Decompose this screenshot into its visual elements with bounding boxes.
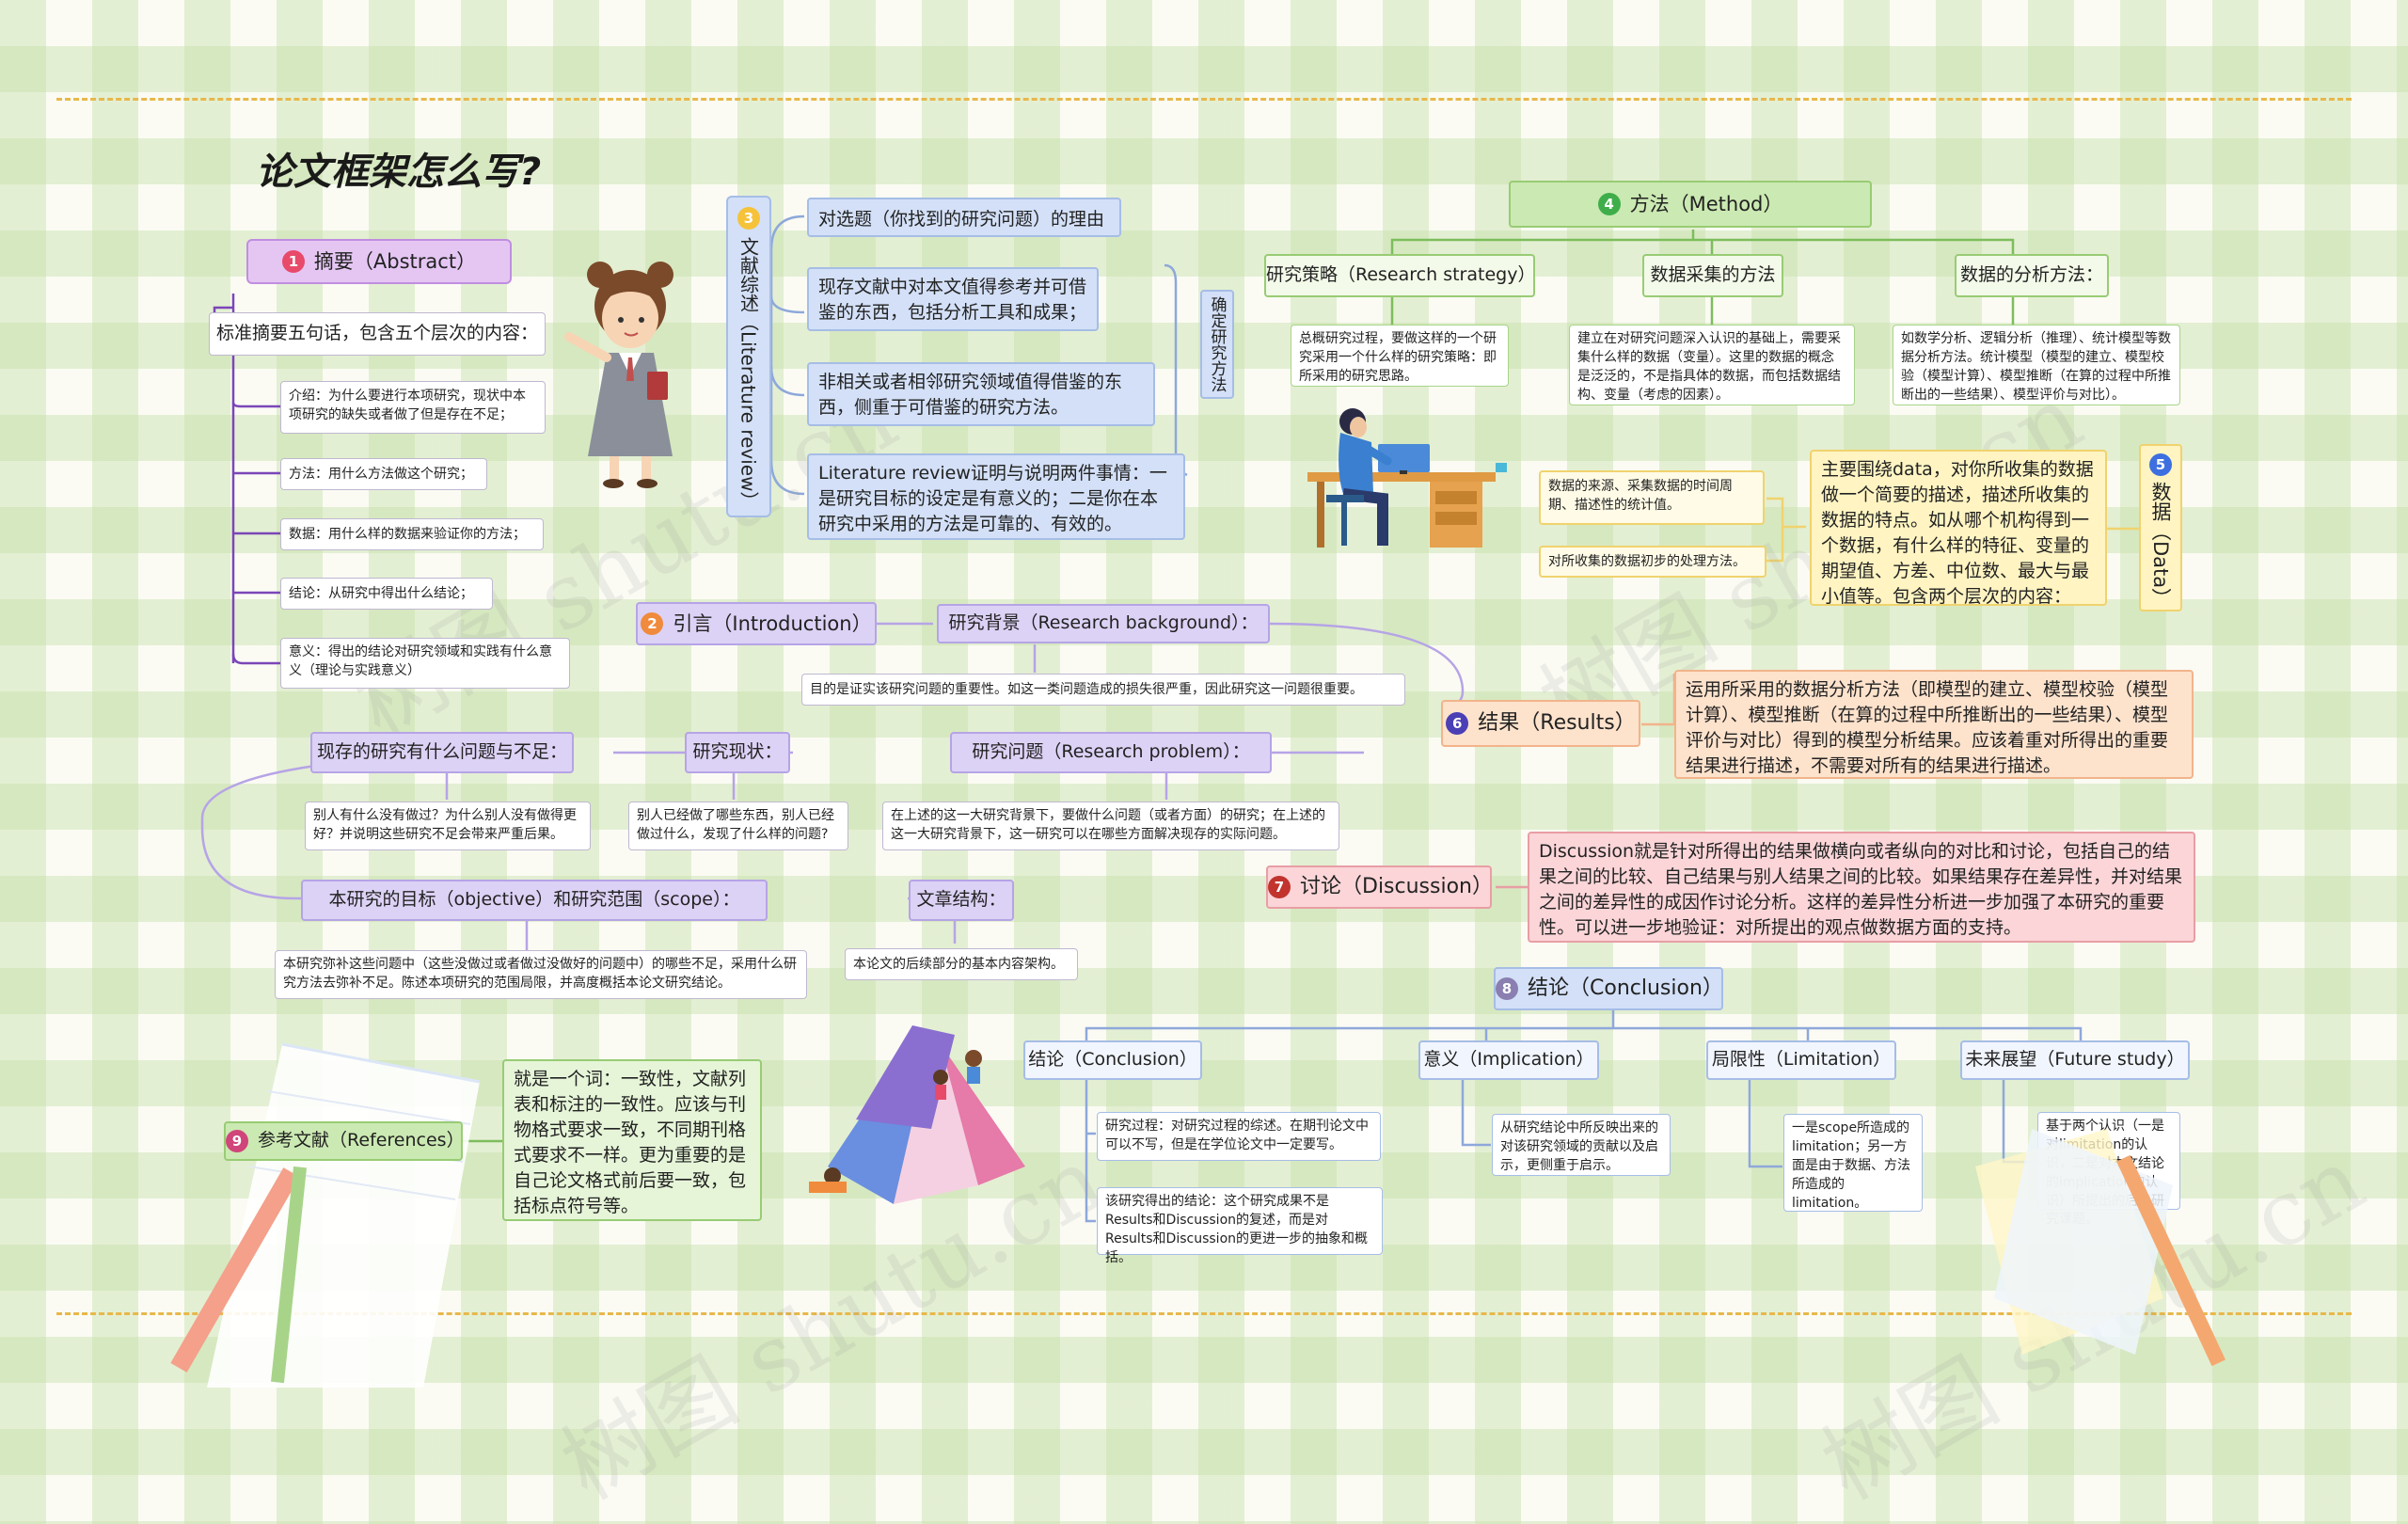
intro-objective[interactable]: 本研究的目标（objective）和研究范围（scope）：	[301, 880, 768, 921]
badge-5: 5	[2149, 453, 2172, 476]
books-kids-illustration	[809, 1025, 1025, 1204]
method-data-analysis[interactable]: 数据的分析方法：	[1955, 254, 2109, 297]
introduction-node[interactable]: 2 引言（Introduction）	[636, 602, 877, 645]
conclusion-limitation-desc: 一是scope所造成的limitation；另一方面是由于数据、方法所造成的li…	[1783, 1114, 1923, 1212]
data-label: 数据（Data）	[2149, 482, 2172, 609]
references-desc: 就是一个词：一致性，文献列表和标注的一致性。应该与刊物格式要求一致，不同期刊格式…	[502, 1059, 762, 1221]
conclusion-label: 结论（Conclusion）	[1528, 976, 1723, 1001]
intro-problem[interactable]: 研究问题（Research problem）：	[950, 732, 1272, 773]
intro-status[interactable]: 研究现状：	[685, 732, 790, 773]
badge-9: 9	[226, 1130, 248, 1152]
student-girl-illustration	[564, 262, 673, 488]
intro-status-desc: 别人已经做了哪些东西，别人已经做过什么，发现了什么样的问题?	[628, 802, 848, 850]
literature-side-label: 确定研究方法	[1207, 296, 1227, 392]
bottom-dashed-border	[56, 1312, 2352, 1315]
badge-6: 6	[1446, 712, 1469, 735]
abstract-node[interactable]: 1 摘要（Abstract）	[246, 239, 512, 284]
abstract-intro: 标准摘要五句话，包含五个层次的内容：	[209, 312, 546, 356]
notebook-pencil-illustration	[170, 1042, 481, 1388]
conclusion-sub-implication[interactable]: 意义（Implication）	[1418, 1040, 1599, 1080]
results-label: 结果（Results）	[1478, 711, 1636, 736]
references-label: 参考文献（References）	[258, 1130, 465, 1151]
conclusion-finding-desc: 该研究得出的结论：这个研究成果不是Results和Discussion的复述，而…	[1097, 1187, 1383, 1265]
abstract-label: 摘要（Abstract）	[313, 249, 477, 273]
abstract-item-conclusion: 结论：从研究中得出什么结论；	[280, 578, 493, 610]
page-title: 论文框架怎么写?	[256, 151, 542, 194]
results-desc: 运用所采用的数据分析方法（即模型的建立、模型校验（模型计算）、模型推断（在算的过…	[1674, 670, 2194, 779]
literature-side-node: 确定研究方法	[1200, 290, 1234, 399]
method-strategy[interactable]: 研究策略（Research strategy）	[1264, 254, 1535, 297]
literature-item-topic: 对选题（你找到的研究问题）的理由	[807, 198, 1121, 237]
conclusion-node[interactable]: 8 结论（Conclusion）	[1494, 967, 1723, 1010]
badge-2: 2	[641, 612, 664, 635]
badge-7: 7	[1268, 876, 1291, 898]
conclusion-sub-future[interactable]: 未来展望（Future study）	[1960, 1040, 2190, 1080]
desk-worker-illustration	[1307, 408, 1507, 548]
method-strategy-desc: 总概研究过程，要做这样的一个研究采用一个什么样的研究策略：即所采用的研究思路。	[1291, 325, 1509, 387]
intro-gaps-desc: 别人有什么没有做过？为什么别人没有做得更好？并说明这些研究不足会带来严重后果。	[305, 802, 591, 850]
literature-label: 文献综述（Literature review）	[737, 237, 760, 511]
conclusion-implication-desc: 从研究结论中所反映出来的对该研究领域的贡献以及启示，更侧重于启示。	[1492, 1114, 1671, 1176]
method-data-collection-desc: 建立在对研究问题深入认识的基础上，需要采集什么样的数据（变量）。这里的数据的概念…	[1569, 325, 1855, 405]
conclusion-process-desc: 研究过程：对研究过程的综述。在期刊论文中可以不写，但是在学位论文中一定要写。	[1097, 1112, 1381, 1161]
badge-1: 1	[281, 250, 305, 273]
discussion-desc: Discussion就是针对所得出的结果做横向或者纵向的对比和讨论，包括自己的结…	[1528, 832, 2195, 943]
sticky-note-pencil-illustration	[1975, 1129, 2226, 1367]
intro-objective-desc: 本研究弥补这些问题中（这些没做过或者做过没做好的问题中）的哪些不足，采用什么研究…	[275, 950, 807, 999]
method-node[interactable]: 4 方法（Method）	[1509, 181, 1872, 228]
literature-node[interactable]: 3 文献综述（Literature review）	[726, 196, 771, 517]
results-node[interactable]: 6 结果（Results）	[1441, 700, 1640, 747]
discussion-label: 讨论（Discussion）	[1300, 875, 1493, 899]
abstract-item-intro: 介绍：为什么要进行本项研究，现状中本项研究的缺失或者做了但是存在不足；	[280, 381, 546, 434]
references-node[interactable]: 9 参考文献（References）	[224, 1121, 465, 1161]
intro-background-desc: 目的是证实该研究问题的重要性。如这一类问题造成的损失很严重，因此研究这一问题很重…	[801, 674, 1405, 706]
intro-structure[interactable]: 文章结构：	[909, 880, 1014, 921]
literature-item-proof: Literature review证明与说明两件事情：一是研究目标的设定是有意义…	[807, 453, 1185, 540]
method-label: 方法（Method）	[1629, 192, 1783, 215]
data-node[interactable]: 5 数据（Data）	[2139, 444, 2182, 611]
badge-8: 8	[1496, 977, 1518, 1000]
literature-item-adjacent: 非相关或者相邻研究领域值得借鉴的东西，侧重于可借鉴的研究方法。	[807, 362, 1155, 426]
introduction-label: 引言（Introduction）	[673, 611, 872, 635]
top-dashed-border	[56, 98, 2352, 101]
method-data-collection[interactable]: 数据采集的方法	[1642, 254, 1783, 297]
data-main-desc: 主要围绕data，对你所收集的数据做一个简要的描述，描述所收集的数据的特点。如从…	[1810, 450, 2107, 607]
badge-4: 4	[1597, 193, 1621, 215]
conclusion-sub-limitation[interactable]: 局限性（Limitation）	[1706, 1040, 1896, 1080]
data-item-source: 数据的来源、采集数据的时间周期、描述性的统计值。	[1539, 470, 1765, 525]
method-data-analysis-desc: 如数学分析、逻辑分析（推理）、统计模型等数据分析方法。统计模型（模型的建立、模型…	[1893, 325, 2180, 405]
intro-background[interactable]: 研究背景（Research background）：	[937, 604, 1270, 643]
literature-item-existing: 现存文献中对本文值得参考并可借鉴的东西，包括分析工具和成果；	[807, 267, 1099, 331]
abstract-item-data: 数据：用什么样的数据来验证你的方法；	[280, 518, 544, 550]
badge-3: 3	[737, 207, 760, 230]
abstract-item-method: 方法：用什么方法做这个研究；	[280, 458, 487, 490]
conclusion-sub-conclusion[interactable]: 结论（Conclusion）	[1023, 1040, 1202, 1080]
intro-problem-desc: 在上述的这一大研究背景下，要做什么问题（或者方面）的研究；在上述的这一大研究背景…	[882, 802, 1339, 850]
abstract-item-meaning: 意义：得出的结论对研究领域和实践有什么意义（理论与实践意义）	[280, 638, 570, 689]
discussion-node[interactable]: 7 讨论（Discussion）	[1266, 865, 1493, 909]
intro-structure-desc: 本论文的后续部分的基本内容架构。	[845, 948, 1078, 980]
intro-gaps[interactable]: 现存的研究有什么问题与不足：	[310, 732, 574, 773]
data-item-processing: 对所收集的数据初步的处理方法。	[1539, 546, 1766, 578]
